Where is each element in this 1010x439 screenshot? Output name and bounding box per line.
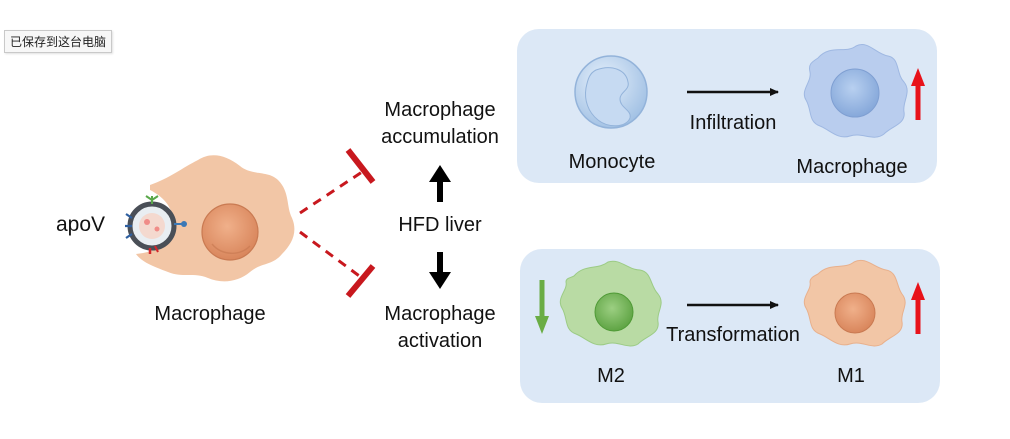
apov-label: apoV — [56, 213, 105, 236]
m1-label: M1 — [837, 365, 865, 387]
macrophage-cell-left — [136, 155, 295, 282]
m2-macrophage-cell — [559, 260, 662, 347]
hfd-liver-label: HFD liver — [398, 214, 482, 236]
inhibition-symbol-top — [299, 148, 376, 215]
m2-label: M2 — [597, 365, 625, 387]
nucleus-left — [201, 203, 259, 261]
increase-arrow-m1 — [911, 282, 925, 334]
increase-arrow-top — [911, 68, 925, 120]
activation-label-line2: activation — [398, 330, 483, 352]
m1-macrophage-cell — [803, 259, 906, 347]
macrophage-label-left: Macrophage — [154, 303, 265, 325]
saved-tooltip: 已保存到这台电脑 — [4, 30, 113, 53]
transformation-label: Transformation — [666, 324, 800, 346]
down-arrow-center — [429, 252, 451, 289]
monocyte-cell — [574, 55, 648, 129]
apov-vesicle — [125, 195, 187, 254]
macrophage-cell-top — [803, 44, 908, 138]
activation-label-line1: Macrophage — [384, 303, 495, 325]
macrophage-label-top: Macrophage — [796, 156, 907, 178]
accumulation-label-line1: Macrophage — [384, 99, 495, 121]
accumulation-label-line2: accumulation — [381, 126, 499, 148]
up-arrow-center — [429, 165, 451, 202]
inhibition-symbol-bottom — [299, 230, 376, 298]
infiltration-label: Infiltration — [690, 112, 777, 134]
monocyte-label: Monocyte — [569, 151, 656, 173]
decrease-arrow-m2 — [535, 280, 549, 334]
